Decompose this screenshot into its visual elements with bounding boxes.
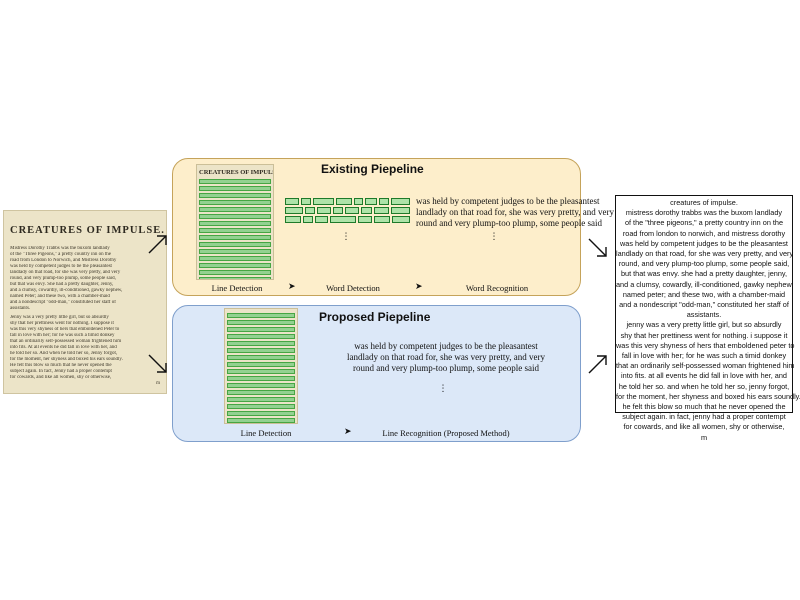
output-line: subject again. in fact, jenny had a prop… <box>622 412 786 422</box>
output-line: assistants. <box>686 310 722 320</box>
text-line: landlady on that road, for she was very … <box>10 270 121 275</box>
line-detection-thumbnail: CREATURES OF IMPULSE. <box>196 164 274 280</box>
output-line: landlady on that road, for she was very … <box>616 249 794 259</box>
output-line: was this very shyness of hers that embol… <box>616 340 795 350</box>
arrow-up-right-icon <box>588 355 607 374</box>
arrow-right-icon: ➤ <box>288 282 296 292</box>
step-label-word-detection: Word Detection <box>326 283 380 293</box>
text-line: named Peter; and these two, with a chamb… <box>10 294 110 299</box>
text-line: he told her so. And when he told her so,… <box>10 351 118 356</box>
output-transcription-box: creatures of impulse. mistress dorothy t… <box>615 195 800 442</box>
input-document-page: CREATURES OF IMPULSE. Mistress Dorothy T… <box>3 210 167 394</box>
output-line: named peter; and these two, with a chamb… <box>622 289 786 299</box>
text-line: Jenny was a very pretty little girl, but… <box>10 315 109 320</box>
step-label-line-detection: Line Detection <box>240 428 292 438</box>
output-line: for cowards, and like all women, shy or … <box>623 422 785 432</box>
output-line: mistress dorothy trabbs was the buxom la… <box>625 208 783 218</box>
text-line: assistants. <box>10 306 31 311</box>
step-label-word-recognition: Word Recognition <box>465 283 529 293</box>
output-line: and a nondescript "odd-man," constituted… <box>619 300 789 310</box>
recognized-line: landlady on that road for, she was very … <box>347 352 545 362</box>
input-page-title: CREATURES OF IMPULSE. <box>10 225 165 236</box>
text-line: Mistress Dorothy Trabbs was the buxom la… <box>10 246 110 251</box>
text-line: round, and very plump-too plump, some pe… <box>10 276 116 281</box>
line-recognition-ellipsis: ⋮ <box>438 384 448 394</box>
output-line: but that was envy. she had a pretty daug… <box>620 269 788 279</box>
recognized-line: landlady on that road for, she was very … <box>416 207 614 217</box>
output-line: he felt this blow so much that he never … <box>622 402 786 412</box>
output-line: road from london to norwich, and mistres… <box>622 228 786 238</box>
output-line: into fits. at all events he did fall in … <box>621 371 787 381</box>
recognized-line: round and very plump-too plump, some peo… <box>353 363 539 373</box>
output-line: jenny was a very pretty little girl, but… <box>626 320 782 330</box>
arrow-down-right-icon <box>588 238 607 257</box>
text-line: shy that her prettiness went for nothing… <box>10 321 114 326</box>
text-line: road from London to Norwich, and Mistres… <box>10 258 117 263</box>
output-line: fall in love with her; for he was such a… <box>621 351 787 361</box>
word-recognition-ellipsis: ⋮ <box>489 232 499 242</box>
text-line: and a clumsy, cowardly, ill-conditioned,… <box>10 288 123 293</box>
existing-pipeline-title: Existing Piepeline <box>321 162 424 176</box>
text-line: that an ordinarily self-possessed woman … <box>10 339 122 344</box>
text-line: for the moment, her shyness and boxed hi… <box>10 357 123 362</box>
thumbnail-title: CREATURES OF IMPULSE. <box>199 169 274 176</box>
text-line: fall in love with her; for he was such a… <box>10 333 115 338</box>
step-label-line-detection: Line Detection <box>211 283 263 293</box>
output-line: he told her so. and when he told her so,… <box>618 381 790 391</box>
output-line: round, and very plump-too plump, some pe… <box>618 259 790 269</box>
output-line: that an ordinarily self-possessed woman … <box>616 361 795 371</box>
recognized-line: was held by competent judges to be the p… <box>416 196 600 206</box>
output-line: was held by competent judges to be the p… <box>620 238 788 248</box>
arrow-up-right-icon <box>148 235 167 254</box>
text-line: into fits. At all events he did fall in … <box>10 345 117 350</box>
arrow-down-right-icon <box>148 354 167 373</box>
output-line: and a clumsy, cowardly, ill-conditioned,… <box>616 279 794 289</box>
line-recognition-output: was held by competent judges to be the p… <box>336 341 556 374</box>
arrow-right-icon: ➤ <box>415 282 423 292</box>
text-line: for cowards, and like all women, shy or … <box>10 375 112 380</box>
text-line: He felt this blow so much that he never … <box>10 363 112 368</box>
text-line: was held by competent judges to be the p… <box>10 264 112 269</box>
output-line: of the "three pigeons," a pretty country… <box>624 218 784 228</box>
text-line: subject again. In fact, Jenny had a prop… <box>10 369 112 374</box>
input-page-paragraph-2: Jenny was a very pretty little girl, but… <box>10 315 160 381</box>
output-line: creatures of impulse. <box>670 198 738 207</box>
text-line: and a nondescript "odd-man," constituted… <box>10 300 116 305</box>
word-detection-ellipsis: ⋮ <box>341 232 351 242</box>
output-line: for the moment, her shyness and boxed hi… <box>616 391 800 401</box>
output-line: shy that her prettiness went for nothing… <box>620 330 788 340</box>
word-detection-visual <box>285 198 411 225</box>
arrow-right-icon: ➤ <box>344 427 352 437</box>
text-line: but that was envy. She had a pretty daug… <box>10 282 114 287</box>
text-line: was this very shyness of hers that embol… <box>10 327 120 332</box>
step-label-line-recognition: Line Recognition (Proposed Method) <box>382 428 510 438</box>
text-line: of the "Three Pigeons," a pretty country… <box>10 252 112 257</box>
proposed-pipeline-title: Proposed Piepeline <box>319 310 431 324</box>
line-detection-thumbnail <box>224 308 298 424</box>
word-recognition-output: was held by competent judges to be the p… <box>416 196 614 229</box>
output-line: m <box>700 432 708 442</box>
input-page-paragraph-1: Mistress Dorothy Trabbs was the buxom la… <box>10 246 160 312</box>
page-mark: m <box>156 381 160 386</box>
recognized-line: round and very plump-too plump, some peo… <box>416 218 602 228</box>
recognized-line: was held by competent judges to be the p… <box>354 341 538 351</box>
